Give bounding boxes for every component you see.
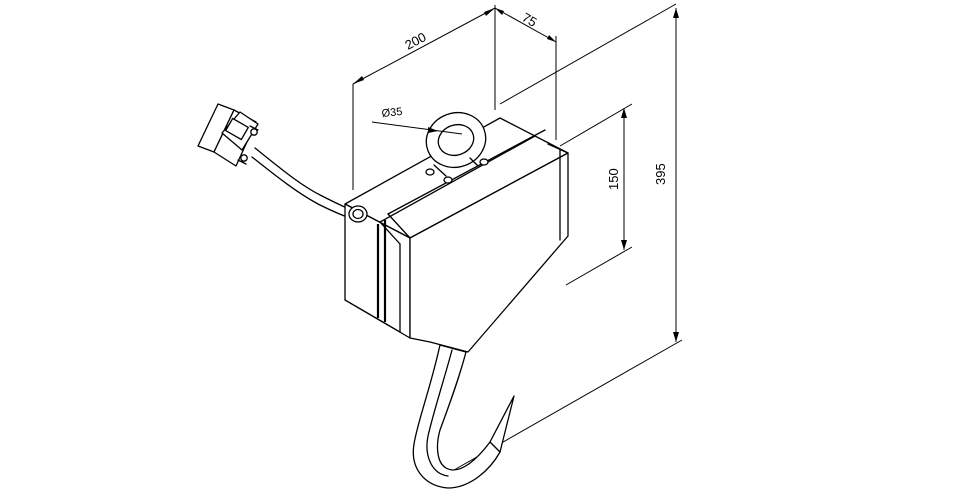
dimension-depth-label: 75 [520, 10, 540, 30]
dimension-total-height-label: 395 [653, 163, 668, 185]
data-cable [251, 147, 359, 221]
dimension-total-height: 395 [439, 3, 683, 479]
dimension-depth: 75 [494, 7, 557, 140]
dimension-ring-diameter-label: Ø35 [381, 106, 403, 120]
cable-gland [348, 205, 368, 223]
dimension-width: 200 [352, 5, 496, 190]
dimension-ring-diameter: Ø35 [371, 106, 463, 135]
dimension-width-label: 200 [402, 29, 428, 52]
dimension-body-height: 150 [559, 103, 633, 286]
serial-connector [197, 103, 259, 167]
scale-body [344, 117, 569, 353]
dimension-body-height-label: 150 [606, 168, 621, 190]
hook [412, 344, 515, 489]
